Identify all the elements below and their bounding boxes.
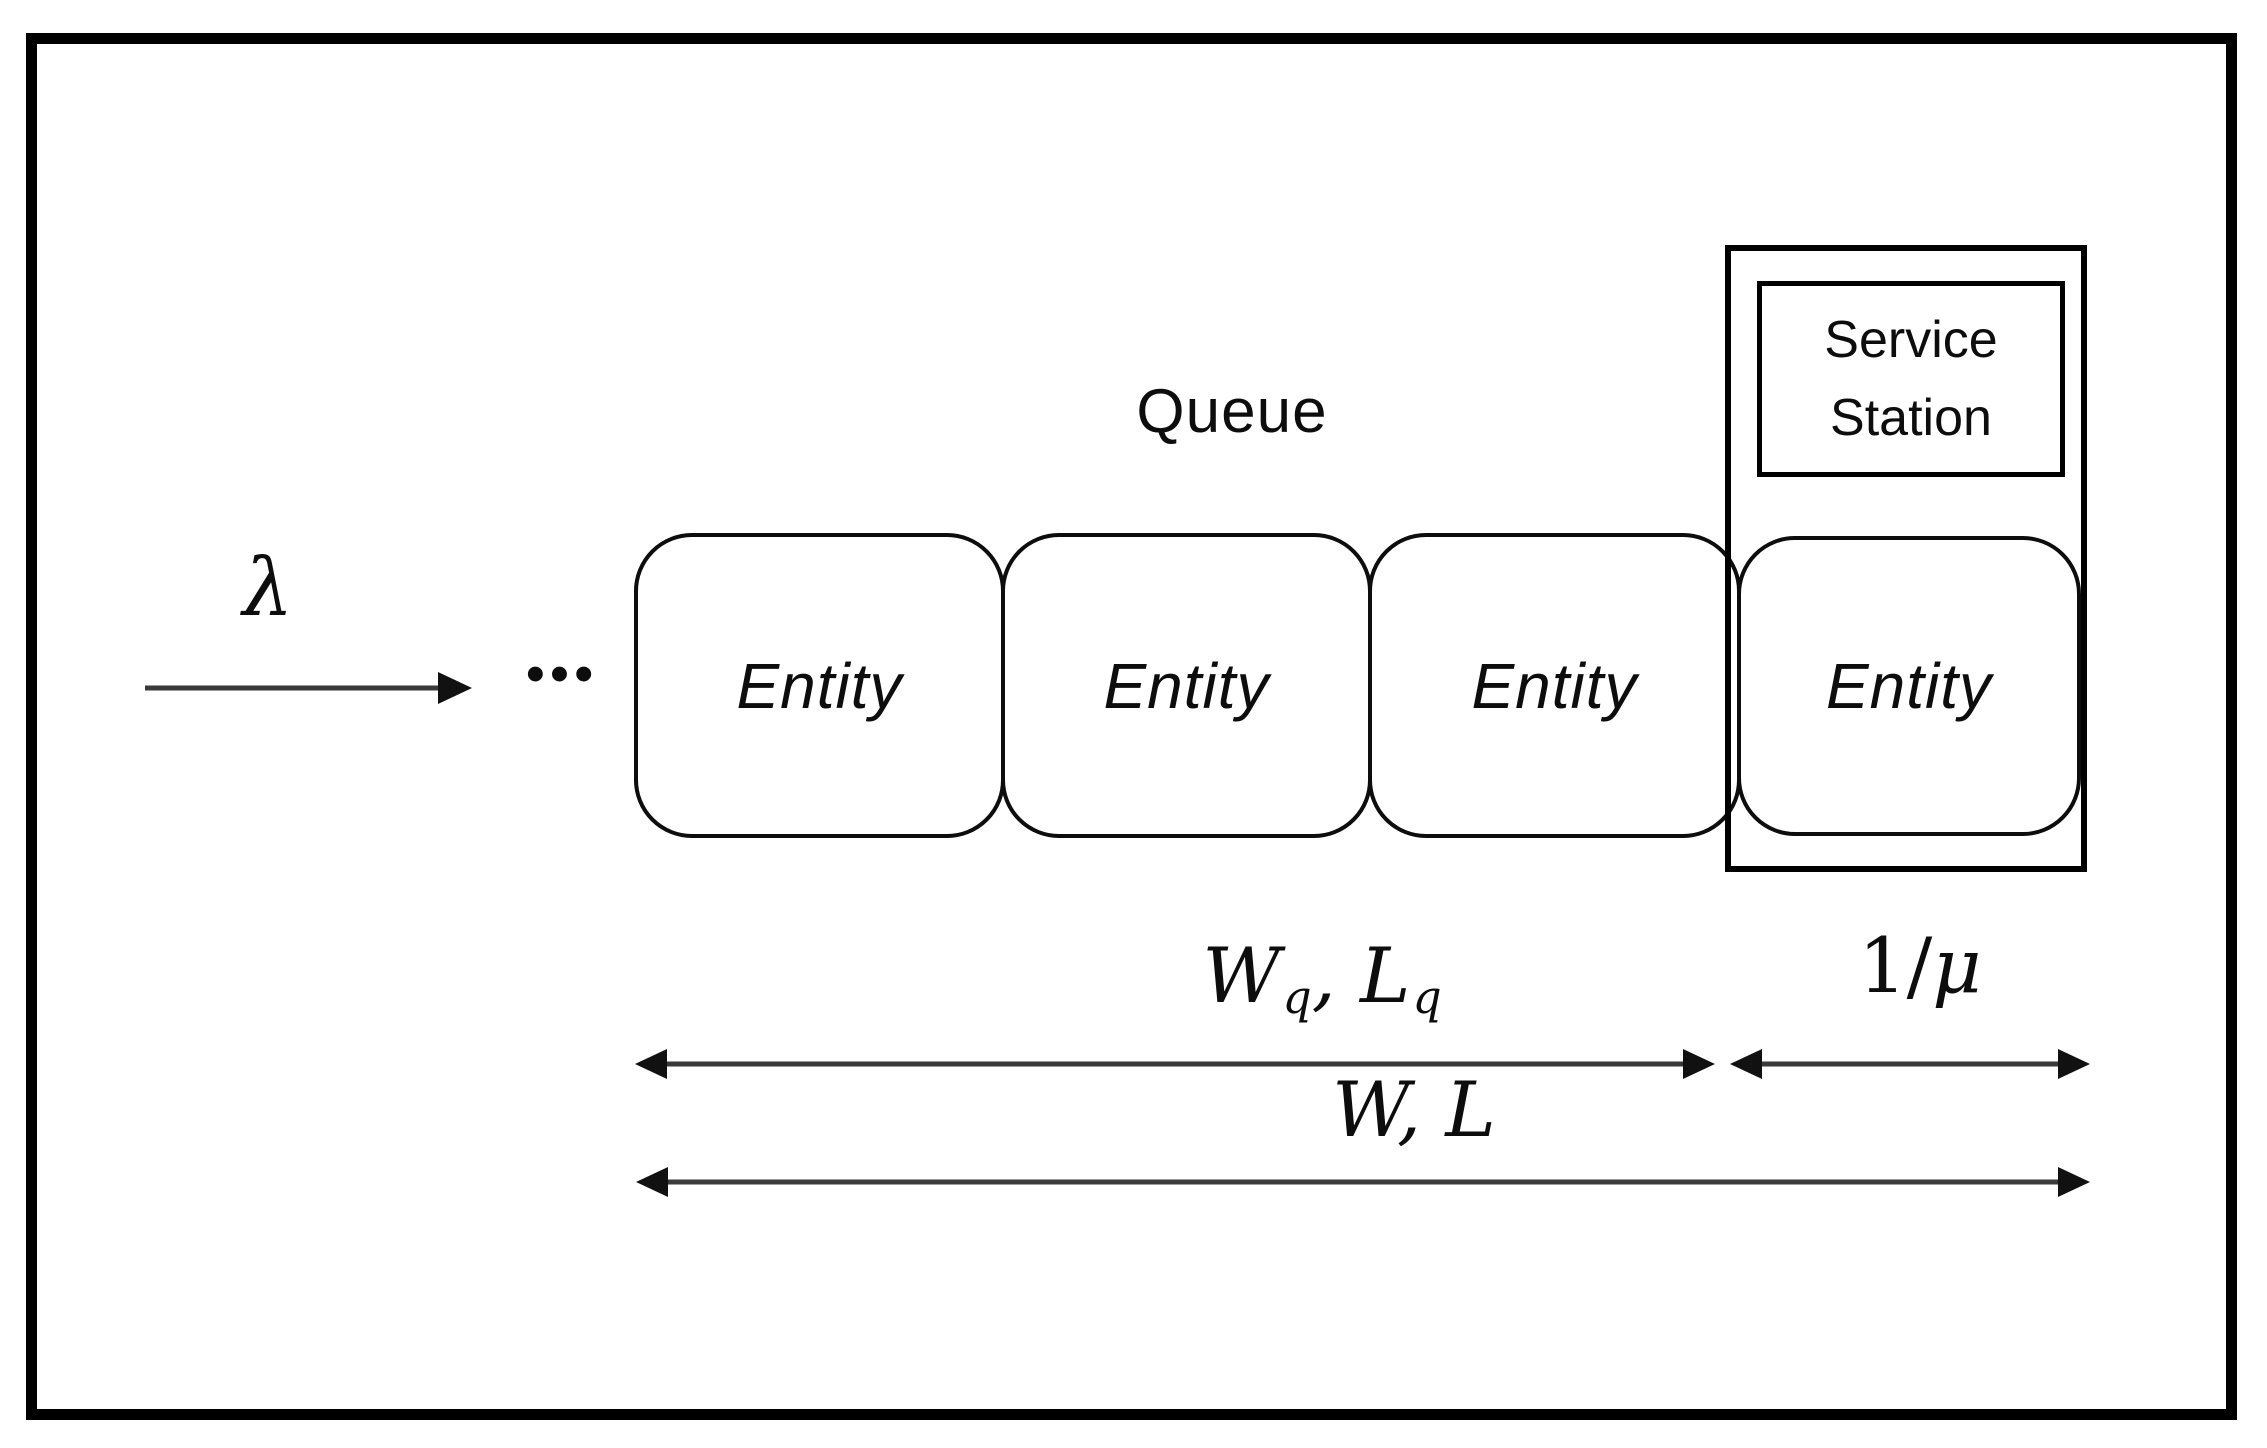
metric-separator: , xyxy=(1311,931,1360,1020)
metric-base: L xyxy=(1445,1065,1496,1154)
queue-ellipsis: ••• xyxy=(526,645,599,703)
entity-box: Entity xyxy=(634,533,1005,838)
service-time-numerator: 1/ xyxy=(1858,921,1933,1010)
service-station-box xyxy=(1725,245,2087,872)
service-station-label-box: Service Station xyxy=(1757,281,2065,477)
metric-base: W xyxy=(1202,931,1281,1020)
metric-subscript: q xyxy=(1412,970,1442,1024)
metric-base: L xyxy=(1359,931,1411,1020)
entity-box: Entity xyxy=(1368,533,1741,838)
entity-box: Entity xyxy=(1737,536,2081,836)
service-station-label-line2: Station xyxy=(1830,389,1992,447)
service-time-mu: μ xyxy=(1932,921,1982,1010)
entity-label: Entity xyxy=(1825,650,1993,722)
entity-label: Entity xyxy=(736,649,903,722)
entity-label: Entity xyxy=(1103,649,1270,722)
entity-box: Entity xyxy=(1001,533,1372,838)
metric-subscript: q xyxy=(1282,970,1312,1024)
service-station-label-line1: Service xyxy=(1824,311,1998,369)
entity-label: Entity xyxy=(1471,649,1638,722)
queue-title: Queue xyxy=(1136,377,1328,446)
arrival-rate-label: λ xyxy=(242,541,294,634)
system-metrics-label: W, L xyxy=(1212,1072,1616,1148)
outer-frame xyxy=(26,33,2237,1420)
service-time-label: 1/μ xyxy=(1760,928,2080,1004)
metric-separator: , xyxy=(1397,1065,1446,1154)
queue-metrics-label: Wq, Lq xyxy=(1120,938,1524,1021)
metric-base: W xyxy=(1332,1065,1398,1154)
